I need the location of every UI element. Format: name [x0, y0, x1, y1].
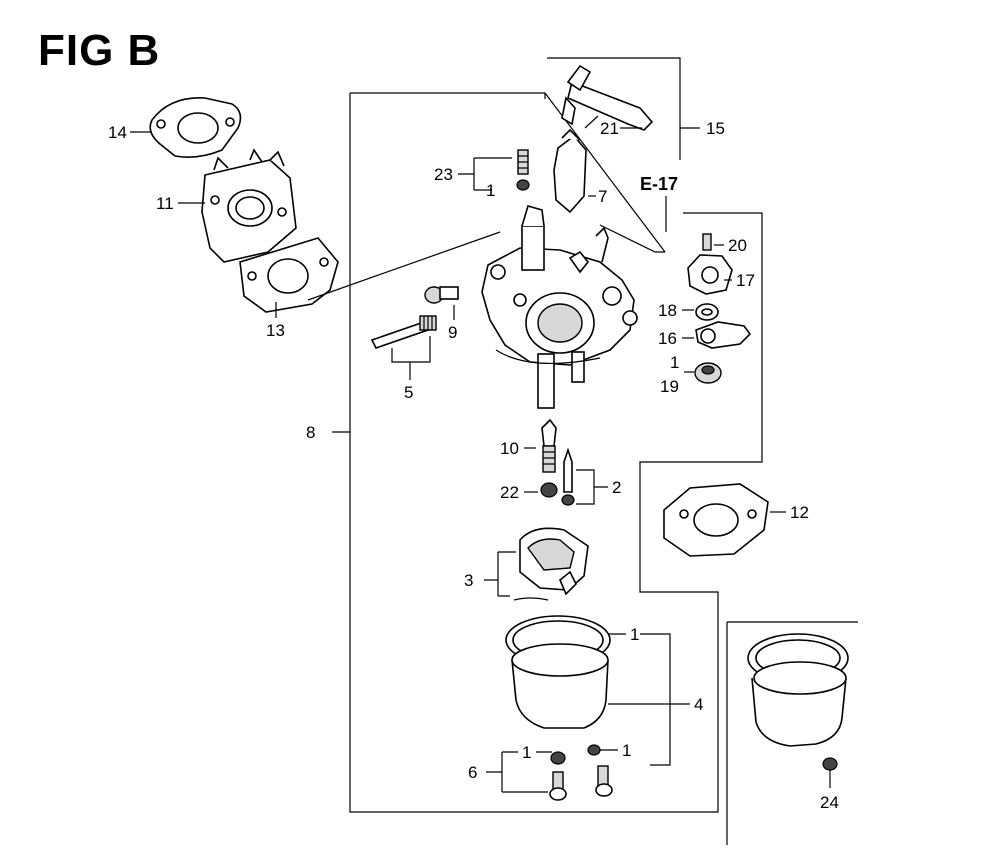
callout-11: 11 — [156, 194, 174, 213]
washer-18 — [695, 303, 719, 321]
pilot-screw-5 — [370, 315, 437, 349]
main-jet-10 — [541, 418, 557, 473]
jet-22 — [540, 482, 558, 498]
leader-3 — [484, 551, 516, 597]
screw-23 — [516, 149, 530, 191]
callout-18: 18 — [658, 301, 677, 320]
callout-7: 7 — [598, 187, 607, 206]
callout-1-drain: 1 — [622, 741, 631, 760]
callout-24: 24 — [820, 793, 839, 812]
throttle-stop-screw-9 — [424, 286, 459, 304]
gasket-14 — [149, 97, 242, 158]
lever-16 — [695, 321, 752, 349]
callout-4: 4 — [694, 695, 703, 714]
insulator-11 — [201, 148, 297, 263]
inset-boundary — [726, 621, 858, 845]
cap-17 — [687, 233, 733, 295]
callout-15: 15 — [706, 119, 725, 138]
float-3 — [513, 527, 589, 601]
callout-19: 19 — [660, 377, 679, 396]
section-ref-e17: E-17 — [640, 174, 678, 194]
callout-13: 13 — [266, 321, 285, 340]
leader-5 — [391, 336, 431, 380]
leader-4 — [608, 633, 690, 766]
callout-20: 20 — [728, 236, 747, 255]
callout-16: 16 — [658, 329, 677, 348]
callout-5: 5 — [404, 383, 413, 402]
callout-17: 17 — [736, 271, 755, 290]
callout-10: 10 — [500, 439, 519, 458]
seal-19 — [694, 362, 722, 384]
washer-24 — [822, 757, 838, 771]
callout-1-23: 1 — [486, 181, 495, 200]
callout-14: 14 — [108, 123, 127, 142]
carburetor-body — [481, 205, 638, 409]
callout-22: 22 — [500, 483, 519, 502]
drain-bolt-6 — [549, 765, 613, 801]
choke-valve-7 — [553, 128, 587, 214]
leader-6 — [486, 751, 552, 793]
float-bowl-4 — [505, 615, 611, 765]
needle-2 — [561, 447, 575, 506]
gasket-12 — [663, 483, 769, 557]
gasket-13 — [239, 237, 339, 313]
choke-lever-15 — [547, 57, 681, 160]
callout-1-bowl: 1 — [630, 625, 639, 644]
callout-6: 6 — [468, 763, 477, 782]
alt-float-bowl — [747, 633, 849, 747]
leader-23 — [458, 157, 512, 191]
callout-3: 3 — [464, 571, 473, 590]
callout-9: 9 — [448, 323, 457, 342]
leader-13-carb — [307, 231, 501, 301]
callout-1-19: 1 — [670, 353, 679, 372]
callout-23: 23 — [434, 165, 453, 184]
callout-12: 12 — [790, 503, 809, 522]
leader-21 — [584, 115, 642, 129]
callout-2: 2 — [612, 478, 621, 497]
callout-21: 21 — [600, 119, 619, 138]
boundary-notch — [599, 224, 665, 253]
figure-title: FIG B — [38, 26, 161, 75]
leader-2 — [576, 469, 608, 505]
callout-1-6: 1 — [522, 743, 531, 762]
callout-8: 8 — [306, 423, 315, 442]
